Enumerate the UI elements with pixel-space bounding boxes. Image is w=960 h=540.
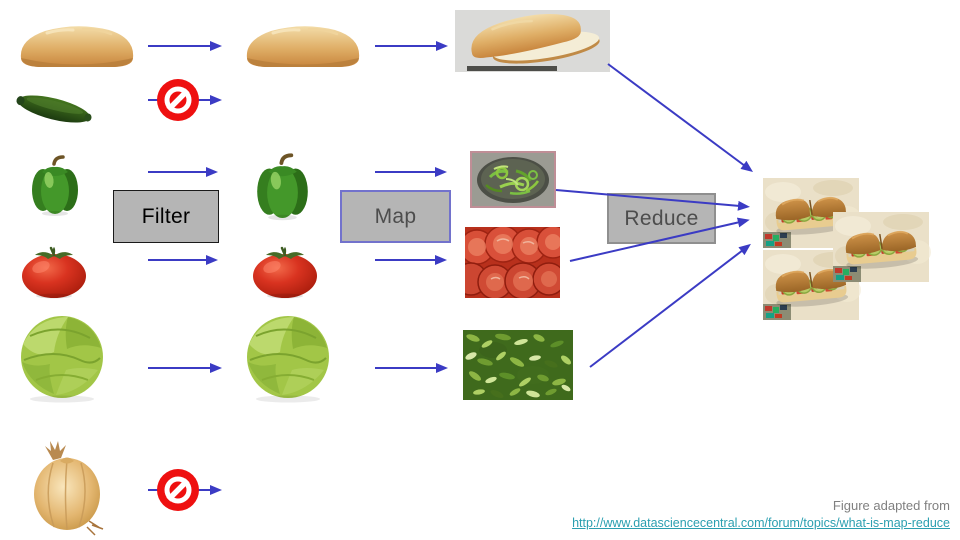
bread-loaf-image-2 [245, 24, 361, 69]
filter-label: Filter [141, 204, 191, 228]
filter-box: Filter [113, 190, 219, 243]
lettuce-image-2 [246, 315, 330, 404]
sliced-tomato-image [455, 226, 569, 299]
reduce-box: Reduce [607, 193, 716, 244]
sandwich-image-3 [762, 249, 862, 321]
sandwich-image-2 [832, 211, 932, 283]
sandwich-image-1 [762, 177, 862, 249]
arrow-slicedbread-to-sandwich [607, 63, 754, 172]
chopped-pepper-image [469, 150, 557, 209]
no-entry-icon-onion [157, 469, 199, 511]
green-pepper-image-2 [255, 153, 310, 223]
cucumber-image [14, 89, 94, 129]
arrow-shredlettuce-to-sandwich [589, 243, 751, 368]
tomato-image-2 [251, 245, 319, 300]
source-link[interactable]: http://www.datasciencecentral.com/forum/… [572, 516, 950, 531]
sliced-bread-image [453, 4, 612, 74]
shredded-lettuce-image [463, 330, 573, 400]
caption-text: Figure adapted from [832, 498, 950, 514]
onion-image [33, 440, 104, 536]
map-box: Map [340, 190, 451, 243]
bread-loaf-image-1 [19, 24, 135, 69]
green-pepper-image-1 [30, 155, 80, 218]
reduce-label: Reduce [624, 206, 699, 230]
figure-caption: Figure adapted from http://www.datascien… [572, 498, 950, 532]
lettuce-image-1 [20, 315, 104, 404]
tomato-image-1 [20, 245, 88, 300]
no-entry-icon-cucumber [157, 79, 199, 121]
map-label: Map [374, 204, 417, 228]
